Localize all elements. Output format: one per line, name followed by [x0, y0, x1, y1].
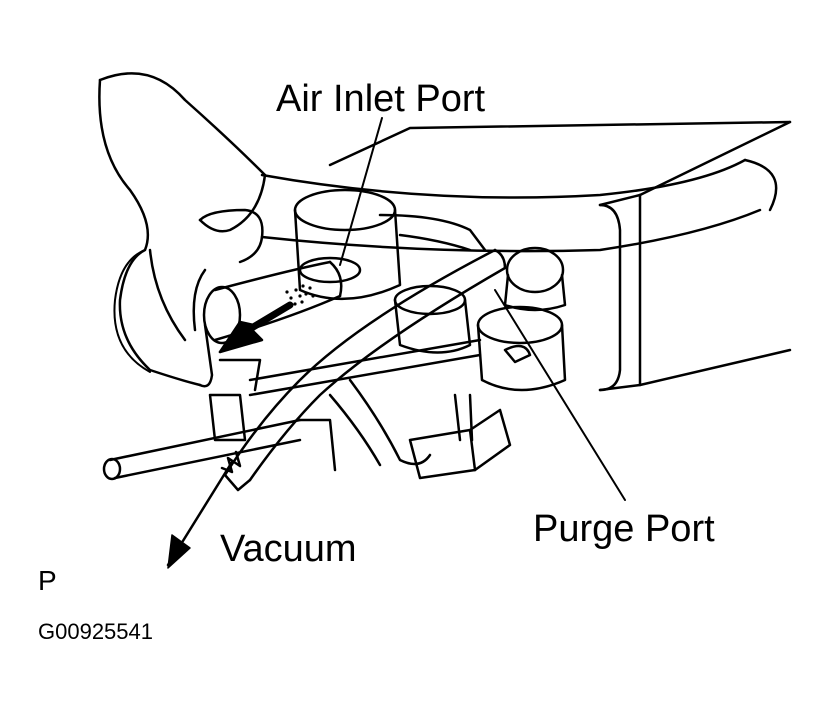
airflow-arrow-icon	[218, 301, 294, 354]
air-spray	[285, 284, 315, 306]
figure-id: G00925541	[38, 619, 153, 644]
purge-port-leader	[494, 289, 626, 501]
purge-port-label: Purge Port	[533, 508, 715, 550]
pointing-hand-icon	[98, 72, 343, 388]
top-hose	[260, 158, 778, 253]
vacuum-hose	[220, 248, 507, 492]
valve-assembly	[208, 188, 567, 480]
air-inlet-leader	[339, 117, 383, 266]
view-letter: P	[38, 565, 57, 596]
air-inlet-port-label: Air Inlet Port	[276, 78, 486, 120]
lower-pipe	[102, 418, 302, 481]
canister-body	[328, 120, 792, 392]
vacuum-label: Vacuum	[220, 528, 357, 570]
vacuum-arrow-icon	[166, 460, 234, 569]
